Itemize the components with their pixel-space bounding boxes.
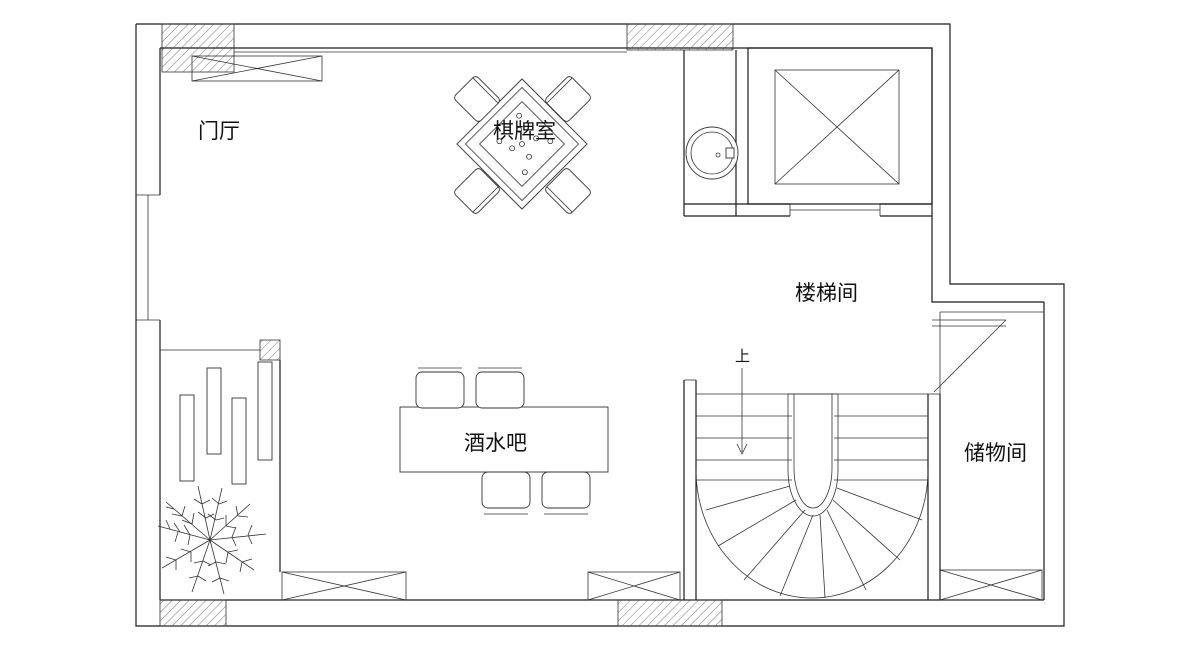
staircase	[695, 368, 929, 599]
label-foyer: 门厅	[198, 119, 240, 143]
label-stair-up: 上	[735, 347, 750, 365]
windows	[191, 51, 1043, 601]
plant	[157, 485, 267, 595]
label-stairwell: 楼梯间	[795, 281, 858, 305]
label-storage: 储物间	[964, 441, 1027, 465]
label-wine-bar: 酒水吧	[464, 431, 527, 455]
interior-partitions	[160, 47, 1044, 600]
bar-counter	[399, 406, 609, 473]
card-chairs	[454, 76, 591, 214]
planter-strips	[179, 361, 273, 485]
sink	[685, 126, 739, 180]
bar-stools	[415, 367, 591, 515]
structural-columns	[159, 23, 734, 627]
label-card-room: 棋牌室	[493, 119, 556, 143]
outer-walls	[135, 23, 1065, 627]
